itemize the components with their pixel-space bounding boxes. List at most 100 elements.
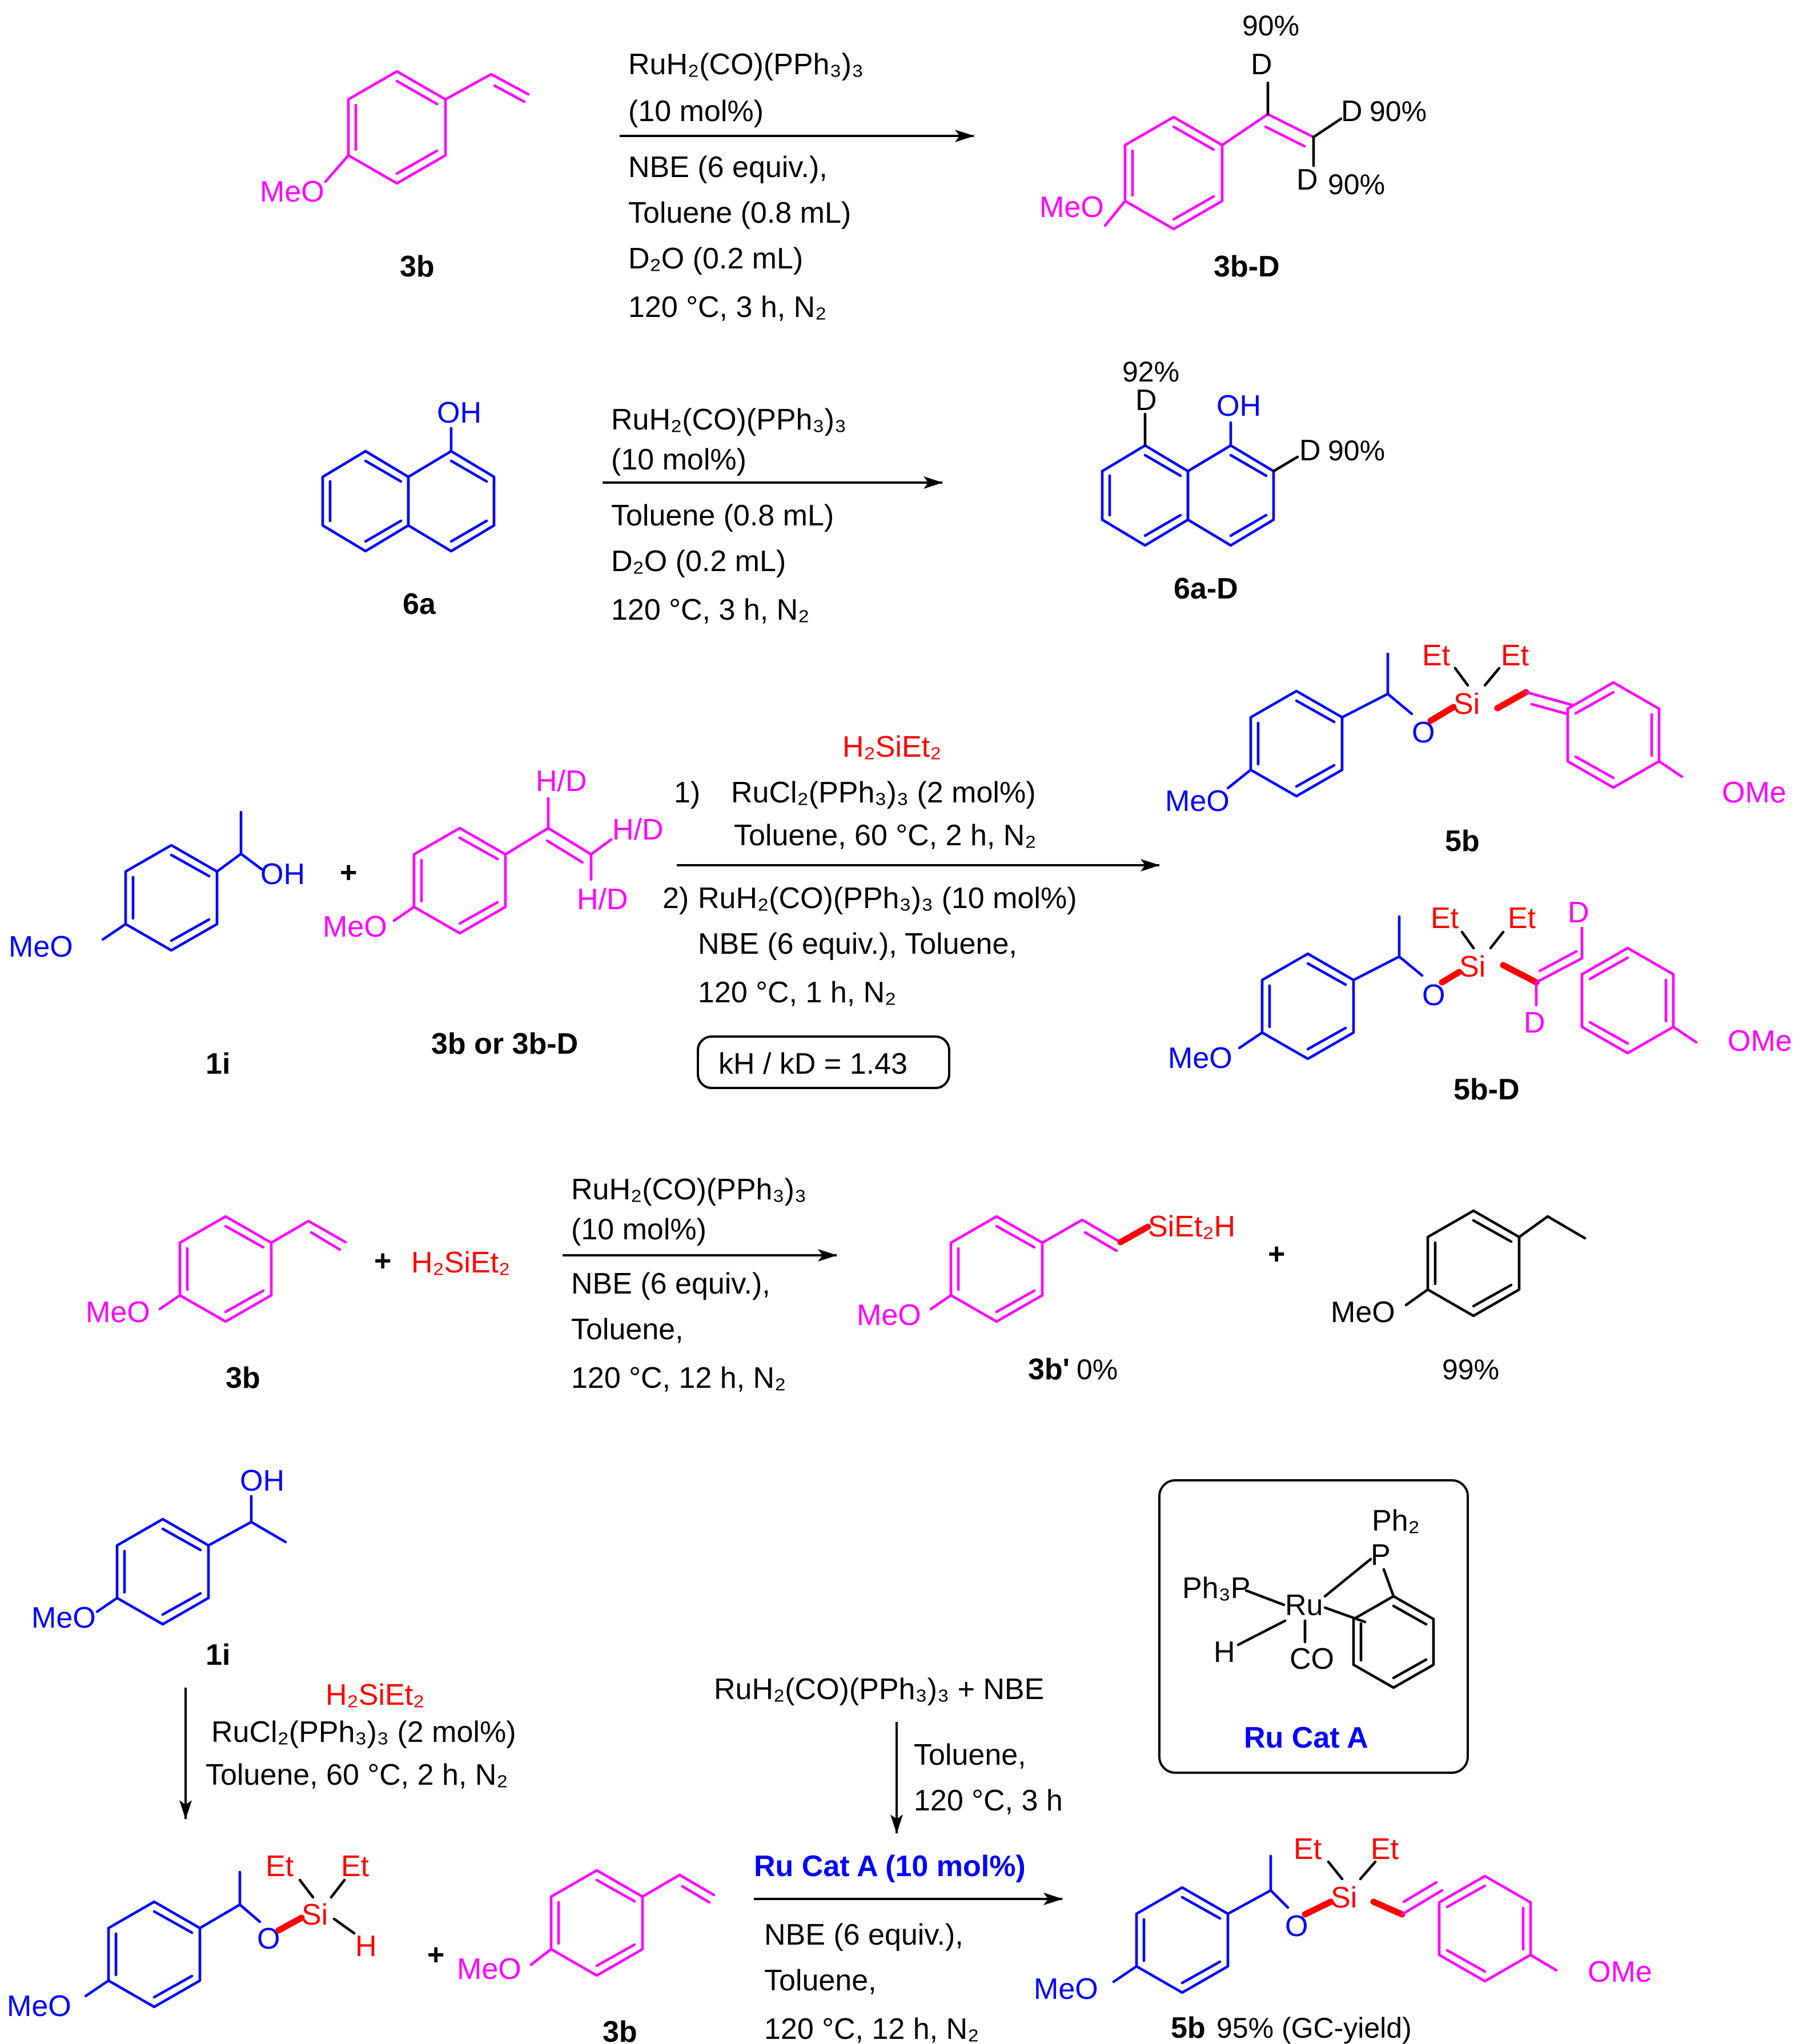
atom-si: Si xyxy=(1331,1881,1357,1914)
atom-et: Et xyxy=(266,1850,294,1883)
atom-d: D xyxy=(1341,95,1363,128)
atom-d: D xyxy=(1135,384,1157,417)
atom-et: Et xyxy=(1294,1833,1322,1866)
atom-meo: MeO xyxy=(1165,785,1230,818)
row1: MeO 3b RuH₂(CO)(PPh₃)₃ (10 mol%) NBE (6 … xyxy=(260,10,1427,324)
label-3b-or-3b-D: 3b or 3b-D xyxy=(431,1027,578,1061)
reagent-silane: H₂SiEt₂ xyxy=(842,730,941,764)
atom-si: Si xyxy=(1459,950,1485,983)
reagent-silane: H₂SiEt₂ xyxy=(326,1678,424,1712)
atom-d: D xyxy=(1296,163,1318,196)
atom-d: D xyxy=(1251,48,1272,81)
atom-o: O xyxy=(257,1922,280,1955)
compound-3b: MeO 3b xyxy=(260,70,530,283)
atom-meo: MeO xyxy=(86,1296,150,1329)
atom-ome: OMe xyxy=(1722,776,1786,809)
loading: (10 mol%) xyxy=(571,1213,706,1246)
reagent-silane: H₂SiEt₂ xyxy=(411,1246,510,1279)
atom-meo: MeO xyxy=(7,1990,71,2023)
reagent-ruh2co: RuH₂(CO)(PPh₃)₃ xyxy=(611,403,846,436)
atom-et: Et xyxy=(341,1850,370,1883)
atom-siet2h: SiEt₂H xyxy=(1148,1210,1235,1243)
label-1i: 1i xyxy=(206,1639,230,1672)
compound-1i: OH MeO 1i xyxy=(9,810,305,1081)
atom-meo: MeO xyxy=(457,1953,521,1986)
row2: OH 6a RuH₂(CO)(PPh₃)₃ (10 mol%) Toluene … xyxy=(321,356,1385,627)
kie-value: kH / kD = 1.43 xyxy=(718,1047,907,1081)
compound-3b-D: D D D MeO 90% 90% 90% 3b-D xyxy=(1039,10,1427,283)
row4: MeO 3b + H₂SiEt₂ RuH₂(CO)(PPh₃)₃ (10 mol… xyxy=(86,1173,1587,1395)
atom-et: Et xyxy=(1501,639,1529,672)
atom-meo: MeO xyxy=(857,1299,921,1332)
d-incorporation-alpha: 90% xyxy=(1242,10,1299,42)
d-incorporation-beta2: 90% xyxy=(1328,168,1385,200)
label-3b: 3b xyxy=(603,2015,637,2044)
compound-3b: MeO 3b xyxy=(86,1215,347,1395)
label-5b-D: 5b-D xyxy=(1453,1073,1520,1106)
label-3b: 3b xyxy=(400,250,435,283)
reagent-prep: RuH₂(CO)(PPh₃)₃ + NBE xyxy=(714,1673,1044,1706)
reagent-ruh2co: RuH₂(CO)(PPh₃)₃ xyxy=(628,48,864,81)
compound-6a-D: OH D D 92% 90% 6a-D xyxy=(1101,356,1385,605)
loading: (10 mol%) xyxy=(611,443,746,476)
cond-d2o: D₂O (0.2 mL) xyxy=(628,242,803,275)
atom-et: Et xyxy=(1422,639,1451,672)
compound-5b-product: O Si Et Et MeO OMe 5b 95% (GC-yield) xyxy=(1034,1833,1652,2044)
atom-et: Et xyxy=(1508,902,1536,935)
step2-catalyst: RuH₂(CO)(PPh₃)₃ (10 mol%) xyxy=(698,882,1077,915)
atom-d: D xyxy=(1299,434,1321,467)
step1-conditions: Toluene, 60 °C, 2 h, N₂ xyxy=(734,819,1037,852)
step2-temp: 120 °C, 1 h, N₂ xyxy=(698,976,896,1009)
label-5b: 5b xyxy=(1445,825,1480,858)
compound-ethylanisole: MeO 99% xyxy=(1331,1209,1587,1386)
atom-ph2: Ph₂ xyxy=(1372,1504,1420,1537)
atom-ome: OMe xyxy=(1728,1025,1792,1058)
step2-conditions: NBE (6 equiv.), Toluene, xyxy=(698,927,1017,961)
cond-nbe: NBE (6 equiv.), xyxy=(764,1918,963,1951)
cond-nbe: NBE (6 equiv.), xyxy=(571,1267,770,1300)
cond-toluene: Toluene, xyxy=(764,1964,877,1997)
cond-silylation: Toluene, 60 °C, 2 h, N₂ xyxy=(206,1758,508,1792)
reagent-ruh2co: RuH₂(CO)(PPh₃)₃ xyxy=(571,1173,806,1206)
catalyst-name: Ru Cat A xyxy=(1244,1721,1368,1754)
atom-hd: H/D xyxy=(536,765,587,798)
atom-d: D xyxy=(1568,896,1589,929)
atom-meo: MeO xyxy=(1331,1296,1395,1329)
atom-si: Si xyxy=(1453,688,1480,721)
d-incorporation-beta1: 90% xyxy=(1370,95,1427,127)
cond-temp: 120 °C, 12 h, N₂ xyxy=(571,1362,786,1395)
catalyst-rucl2: RuCl₂(PPh₃)₃ (2 mol%) xyxy=(211,1716,516,1749)
atom-oh: OH xyxy=(1216,389,1261,423)
kie-box xyxy=(697,1035,950,1089)
plus-sign: + xyxy=(1268,1238,1285,1271)
atom-et: Et xyxy=(1431,902,1459,935)
ru-cat-a-box: Ph₂ P Ph₃P Ru H CO Ru Cat A xyxy=(1158,1479,1469,1774)
label-1i: 1i xyxy=(206,1047,230,1081)
label-5b: 5b xyxy=(1171,2011,1206,2044)
plus-sign: + xyxy=(374,1244,391,1278)
d-incorporation-ortho: 90% xyxy=(1328,435,1385,467)
step2-number: 2) xyxy=(662,882,689,915)
atom-meo: MeO xyxy=(323,910,387,943)
atom-h: H xyxy=(355,1930,377,1963)
atom-co: CO xyxy=(1290,1643,1334,1676)
atom-meo: MeO xyxy=(31,1601,96,1635)
row5: OH MeO 1i H₂SiEt₂ RuCl₂(PPh₃)₃ (2 mol%) … xyxy=(7,1464,1652,2044)
atom-meo: MeO xyxy=(1039,191,1104,224)
atom-oh: OH xyxy=(260,858,305,891)
atom-meo: MeO xyxy=(1034,1973,1098,2006)
label-3b: 3b xyxy=(226,1362,260,1395)
atom-et: Et xyxy=(1371,1833,1399,1866)
cond-d2o: D₂O (0.2 mL) xyxy=(611,545,786,578)
cond-temp: 120 °C, 3 h, N₂ xyxy=(628,291,826,324)
atom-hd: H/D xyxy=(612,813,664,846)
compound-3b-or-3b-D: H/D H/D H/D MeO 3b or 3b-D xyxy=(323,765,664,1061)
plus-sign: + xyxy=(427,1938,444,1971)
cond-toluene: Toluene, xyxy=(571,1313,684,1346)
plus-sign: + xyxy=(340,856,357,889)
atom-meo: MeO xyxy=(260,175,324,208)
atom-h: H xyxy=(1214,1636,1235,1669)
row3: OH MeO 1i + H/D H/D H/D MeO 3b or 3b-D H… xyxy=(9,639,1792,1106)
compound-silyl-ether: O Si Et Et H MeO xyxy=(7,1850,377,2023)
